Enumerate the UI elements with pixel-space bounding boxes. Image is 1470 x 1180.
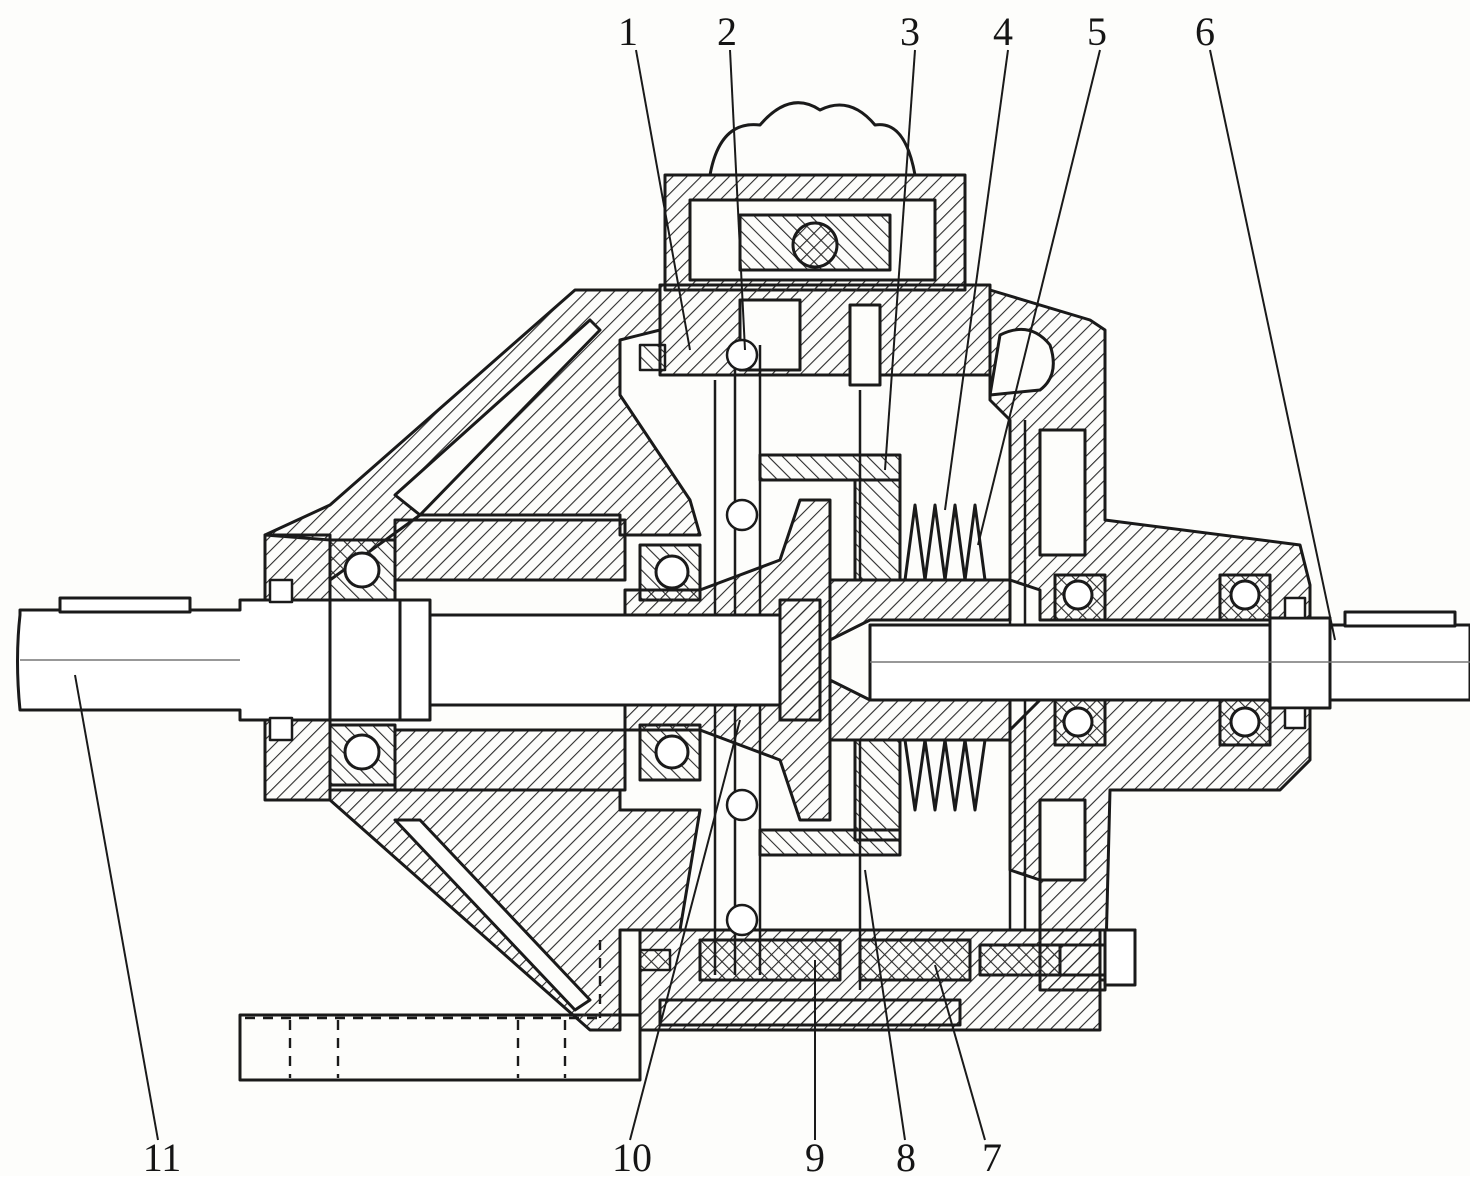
bottom-housing — [638, 928, 1102, 1032]
bolt — [1060, 928, 1137, 987]
label-part-6: 6 — [1195, 9, 1215, 54]
shaft-seals — [268, 578, 1307, 742]
leader-lines — [74, 49, 1336, 1141]
mounting-base — [238, 940, 642, 1082]
label-part-2: 2 — [717, 9, 737, 54]
label-part-10: 10 — [612, 1135, 652, 1180]
input-shaft — [16, 596, 822, 722]
output-shaft — [868, 610, 1470, 710]
handwheel — [663, 101, 967, 292]
label-part-7: 7 — [982, 1135, 1002, 1180]
label-part-4: 4 — [993, 9, 1013, 54]
label-part-3: 3 — [900, 9, 920, 54]
label-part-9: 9 — [805, 1135, 825, 1180]
label-part-11: 11 — [142, 1135, 182, 1180]
right-bearings — [1053, 573, 1272, 747]
spring-stack — [903, 503, 987, 812]
label-part-5: 5 — [1087, 9, 1107, 54]
label-part-8: 8 — [896, 1135, 916, 1180]
label-part-1: 1 — [618, 9, 638, 54]
upper-housing — [658, 283, 1312, 622]
